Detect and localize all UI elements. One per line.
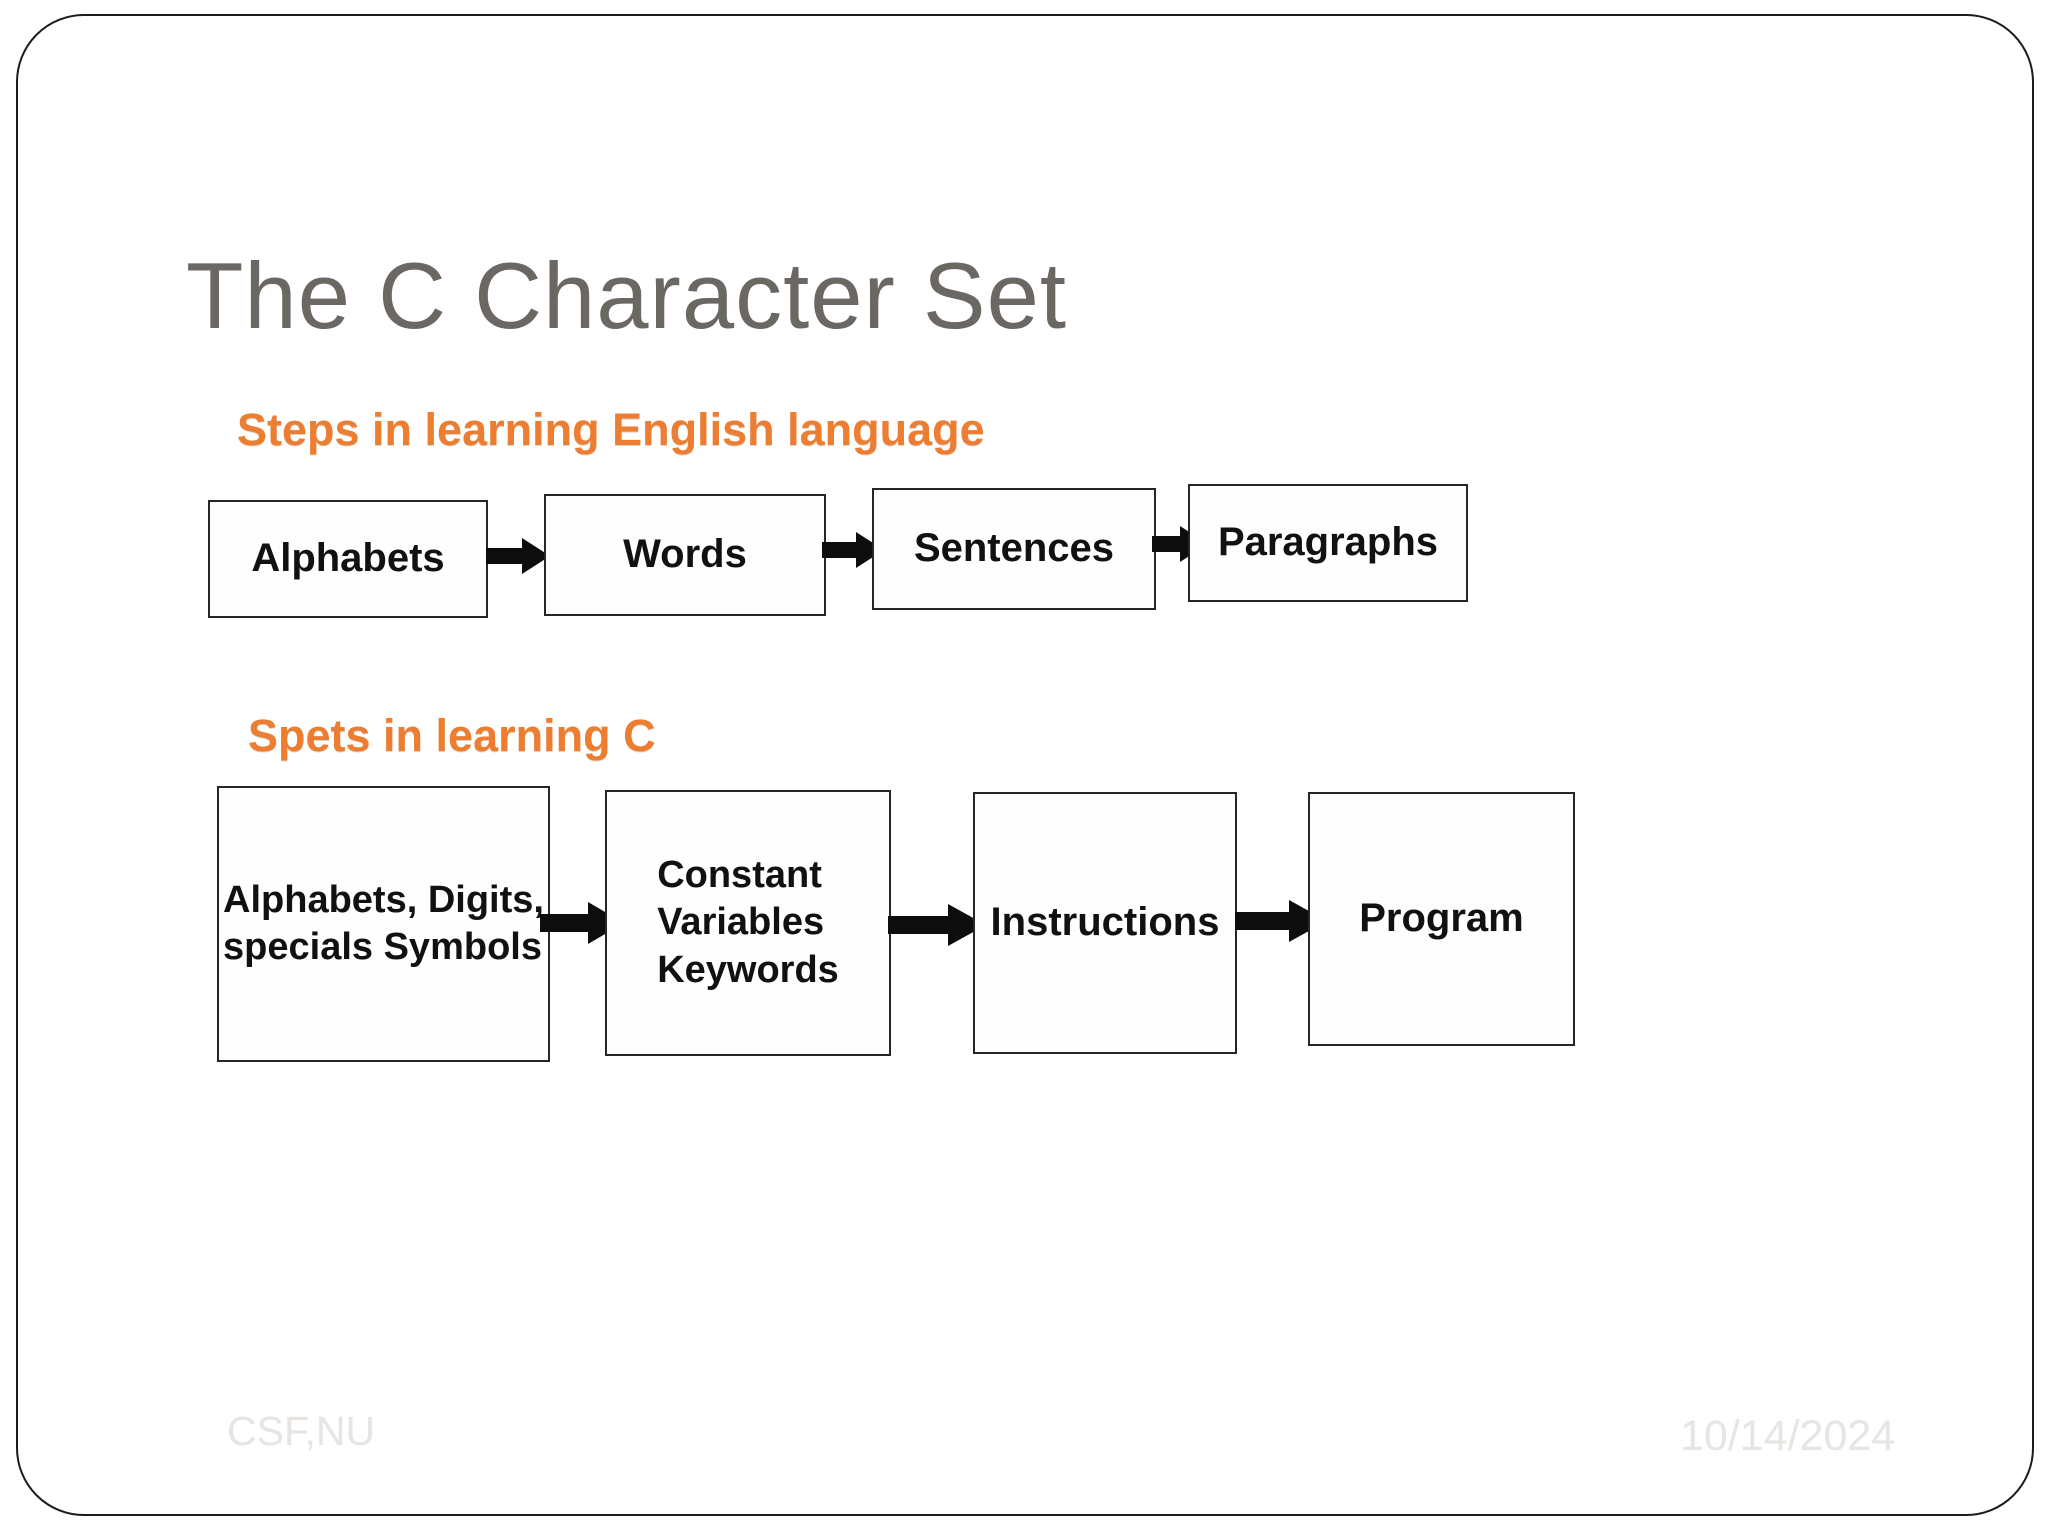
page-title: The C Character Set	[186, 243, 1068, 348]
slide-border	[16, 14, 2034, 1516]
flow-arrow-icon	[486, 536, 550, 576]
flow-box-label: Program	[1359, 896, 1524, 941]
diagram-heading-c: Spets in learning C	[248, 710, 656, 761]
flow-box-label: Words	[623, 532, 747, 577]
flow-box-alphabets: Alphabets	[208, 500, 488, 618]
flow-arrow-icon	[888, 902, 986, 948]
footer-author: CSF,NU	[227, 1408, 376, 1454]
flow-box-instructions: Instructions	[973, 792, 1237, 1054]
flow-arrow-icon	[822, 530, 884, 570]
flow-box-paragraphs: Paragraphs	[1188, 484, 1468, 602]
footer-date: 10/14/2024	[1680, 1412, 1896, 1460]
flow-box-label: Alphabets, Digits, specials Symbols	[223, 878, 544, 968]
flow-box-label: Sentences	[913, 526, 1115, 571]
flow-box-label: Constant Variables Keywords	[657, 854, 839, 991]
flow-box-words: Words	[544, 494, 826, 616]
flow-box-label: Instructions	[990, 900, 1220, 945]
flow-box-constant-variables-keywords: Constant Variables Keywords	[605, 790, 891, 1056]
flow-box-program: Program	[1308, 792, 1575, 1046]
flow-box-label: Alphabets	[251, 536, 445, 581]
flow-box-sentences: Sentences	[872, 488, 1156, 610]
flow-box-alphabets-digits-symbols: Alphabets, Digits, specials Symbols	[217, 786, 550, 1062]
flow-box-label: Paragraphs	[1217, 520, 1439, 565]
diagram-heading-english: Steps in learning English language	[237, 404, 985, 455]
